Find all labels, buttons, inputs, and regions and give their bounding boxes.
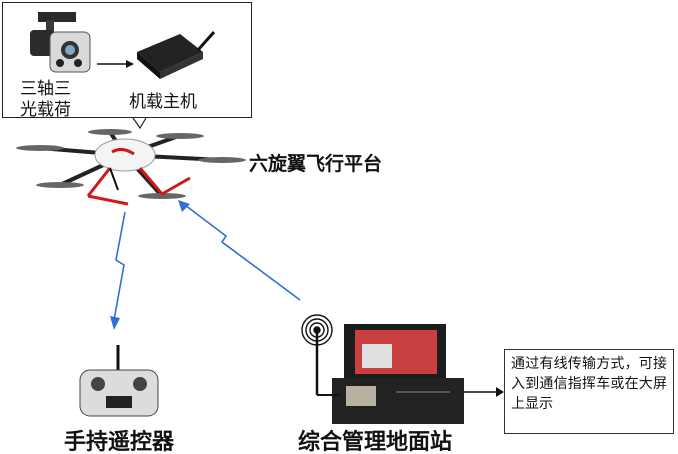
gimbal-camera-icon bbox=[30, 12, 91, 73]
output-arrow bbox=[462, 387, 504, 397]
payload-label-line2: 光载荷 bbox=[20, 100, 71, 120]
airborne-host-icon bbox=[137, 31, 216, 79]
callout-tail bbox=[132, 117, 147, 130]
payload-arrow bbox=[97, 60, 134, 68]
display-note: 通过有线传输方式，可接入到通信指挥车或在大屏上显示 bbox=[504, 349, 674, 434]
payload-host-frame bbox=[2, 2, 252, 118]
remote-controller-icon bbox=[79, 345, 159, 417]
wireless-link-icon bbox=[110, 200, 301, 330]
platform-label: 六旋翼飞行平台 bbox=[249, 153, 383, 175]
ground-station-label: 综合管理地面站 bbox=[298, 429, 453, 454]
payload-label-line1: 三轴三 bbox=[20, 79, 71, 99]
hexacopter-icon bbox=[16, 129, 246, 206]
remote-label: 手持遥控器 bbox=[64, 429, 175, 454]
ground-station-icon bbox=[332, 324, 464, 424]
host-label: 机载主机 bbox=[129, 92, 197, 112]
radio-antenna-icon bbox=[301, 314, 340, 396]
